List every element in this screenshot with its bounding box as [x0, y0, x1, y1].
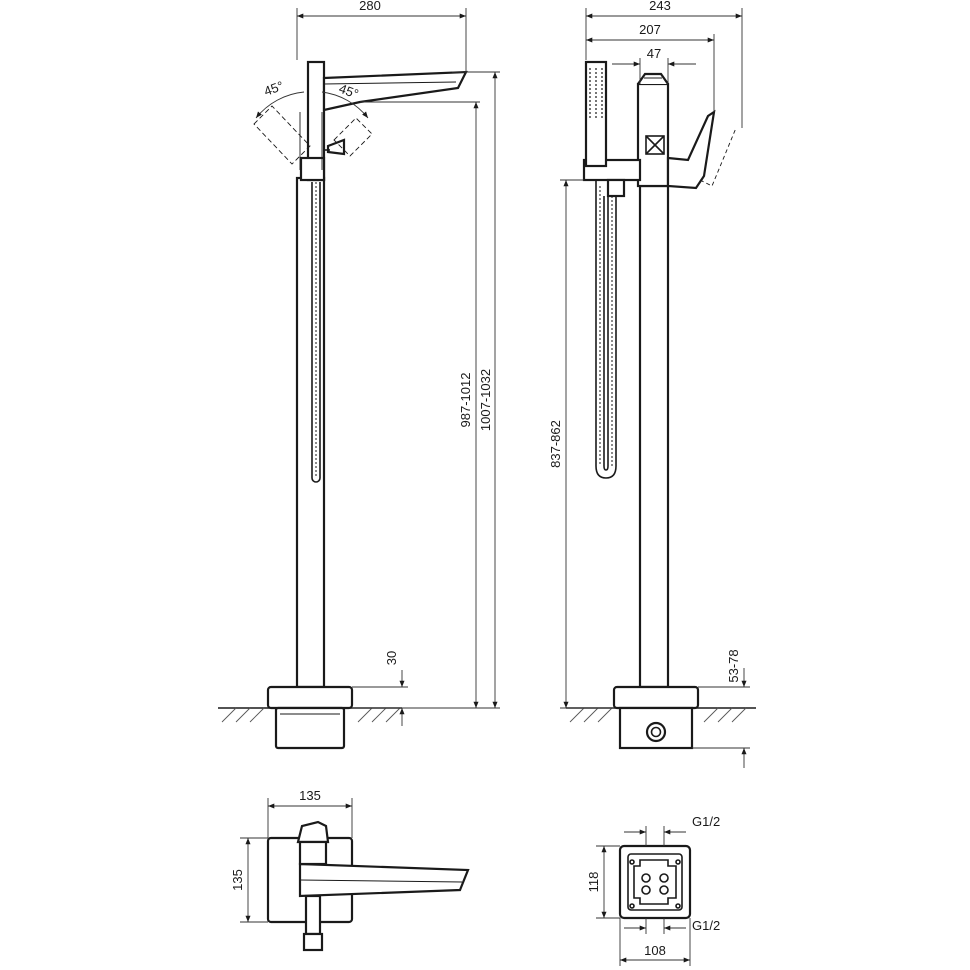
front-view: 45° 45° 280 987-1012 1007-1032 30 — [218, 0, 500, 750]
thread-top-label: G1/2 — [692, 814, 720, 829]
front-spout — [322, 70, 468, 112]
side-connector — [606, 178, 626, 198]
side-base-plate — [612, 685, 700, 710]
side-column — [638, 184, 670, 689]
side-hose — [595, 180, 617, 479]
front-angle-left-label: 45° — [262, 78, 286, 99]
front-inner-height-label: 987-1012 — [458, 373, 473, 428]
top-hose-stub — [304, 894, 322, 936]
base-width-label: 108 — [644, 943, 666, 958]
side-base-label: 53-78 — [726, 649, 741, 682]
top-view: 135 135 — [230, 788, 470, 952]
side-valve-box — [645, 135, 665, 155]
side-inlet-port — [645, 721, 667, 743]
side-mid-width-label: 207 — [639, 22, 661, 37]
side-view: 243 207 47 837-862 53-78 — [548, 0, 756, 768]
thread-bottom-label: G1/2 — [692, 918, 720, 933]
base-depth-label: 118 — [586, 872, 601, 893]
base-plan-view: G1/2 G1/2 118 108 — [586, 814, 720, 966]
front-angle-right-label: 45° — [337, 81, 361, 102]
top-spout — [298, 862, 470, 898]
front-base-box — [274, 706, 346, 750]
side-total-width-label: 243 — [649, 0, 671, 13]
side-mixer-body — [636, 82, 670, 188]
front-outer-height-label: 1007-1032 — [478, 369, 493, 431]
base-plan-square — [618, 844, 692, 920]
front-base-label: 30 — [384, 651, 399, 665]
side-height-label: 837-862 — [548, 420, 563, 468]
top-column-head — [296, 820, 330, 844]
top-depth-label: 135 — [230, 869, 245, 891]
front-width-label: 280 — [359, 0, 381, 13]
front-angle-indicator — [253, 91, 373, 170]
side-handle — [666, 109, 716, 190]
front-base-plate — [266, 685, 354, 710]
side-small-width-label: 47 — [647, 46, 661, 61]
top-width-label: 135 — [299, 788, 321, 803]
front-hose — [311, 182, 321, 483]
